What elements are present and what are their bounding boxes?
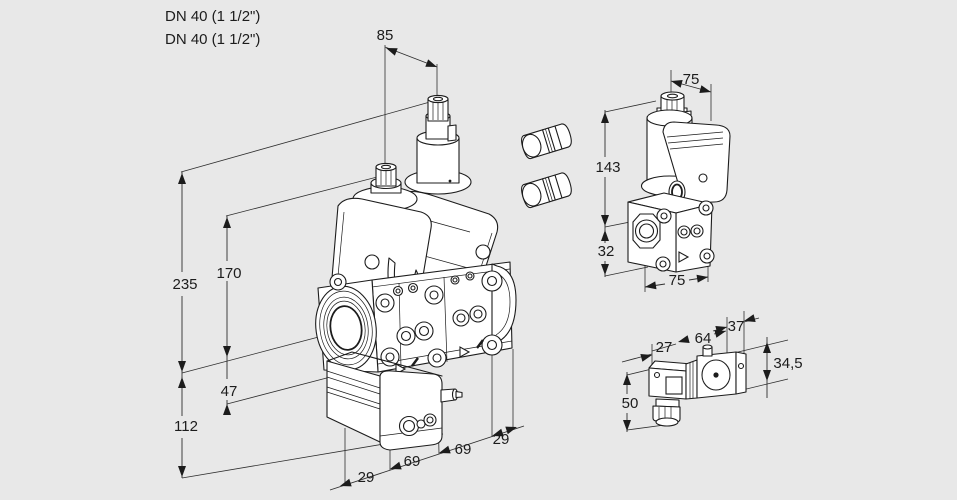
dim-75-top: 75: [683, 71, 700, 88]
dim-235: 235: [172, 276, 197, 293]
single-valve-drawing: [601, 70, 731, 292]
dim-85: 85: [377, 27, 394, 44]
dim-29-left: 29: [358, 469, 375, 486]
dim-37: 37: [728, 318, 745, 335]
dim-112: 112: [174, 418, 198, 435]
dim-64: 64: [695, 330, 712, 347]
dn-annotation-2: DN 40 (1 1/2"): [165, 31, 260, 48]
dim-50: 50: [622, 395, 639, 412]
accessory-drawing: [621, 311, 789, 432]
dim-75-bottom: 75: [669, 272, 686, 289]
dim-69-left: 69: [404, 453, 421, 470]
dim-34-5: 34,5: [773, 355, 802, 372]
dim-143: 143: [595, 159, 620, 176]
double-valve-drawing: [315, 94, 517, 451]
main-valve-dimension-lines: [178, 45, 525, 491]
dn-annotation-1: DN 40 (1 1/2"): [165, 8, 260, 25]
sealing-plugs-drawing: [521, 123, 572, 209]
dim-29-right: 29: [493, 431, 510, 448]
dim-27: 27: [656, 339, 673, 356]
dim-32: 32: [598, 243, 615, 260]
dim-47: 47: [221, 383, 238, 400]
dim-170: 170: [216, 265, 241, 282]
dim-69-right: 69: [455, 441, 472, 458]
